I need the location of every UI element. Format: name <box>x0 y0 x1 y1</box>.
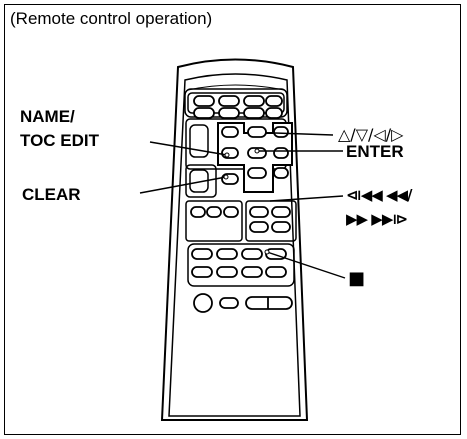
diagram-frame <box>4 4 461 435</box>
enter-label: ENTER <box>346 142 404 161</box>
arrows-leader <box>274 132 334 136</box>
name-toc-edit-label-line1: NAME/ <box>20 107 75 126</box>
skip-search-label-line1: ⧏◀◀ ◀◀/ <box>346 186 413 204</box>
caption: (Remote control operation) <box>10 9 213 28</box>
top-buttons <box>193 95 283 119</box>
lower-buttons <box>190 206 291 278</box>
clear-leader <box>139 176 227 194</box>
stop-label: ■ <box>348 268 366 289</box>
bottom-buttons <box>193 293 293 313</box>
name-toc-edit-leader <box>149 141 228 156</box>
callout-lines <box>139 132 346 279</box>
remote-body <box>160 58 309 421</box>
skip-search-leader <box>269 195 344 202</box>
stop-leader <box>266 251 346 279</box>
arrows-label: △/▽/◁/▷ <box>338 125 404 144</box>
name-toc-edit-label-line2: TOC EDIT <box>20 131 100 150</box>
cluster-buttons <box>221 126 289 185</box>
callout-endpoints <box>223 148 270 255</box>
skip-search-label-line2: ▶▶ ▶▶⧐ <box>346 210 408 228</box>
clear-label: CLEAR <box>22 185 81 204</box>
